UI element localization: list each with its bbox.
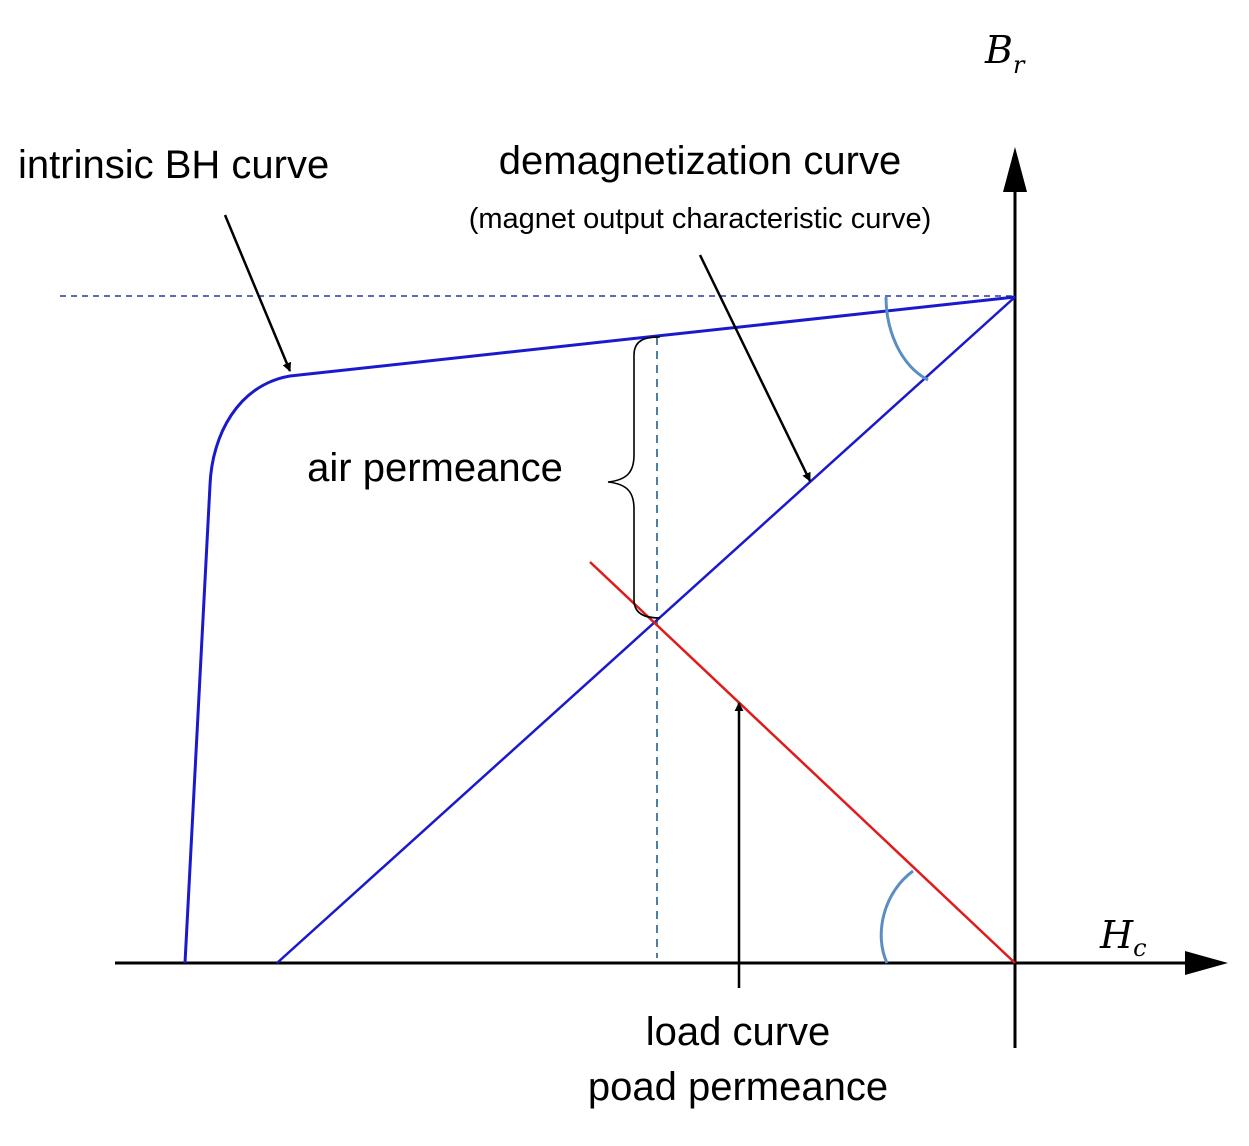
demagnetization-curve-label: demagnetization curve (499, 139, 901, 183)
load-curve-label: load curve (646, 1010, 831, 1054)
intrinsic-bh-curve-label: intrinsic BH curve (18, 143, 329, 187)
air-permeance-label: air permeance (307, 446, 563, 490)
air-permeance-brace (607, 336, 661, 619)
demag-angle-arc (884, 296, 929, 382)
y-axis-arrowhead (1003, 147, 1027, 192)
intrinsic-bh-curve (183, 295, 1016, 964)
demagnetization-curve-sublabel: (magnet output characteristic curve) (469, 203, 932, 235)
load-curve (589, 561, 1016, 964)
demag-pointer-arrow (698, 254, 812, 482)
x-axis-arrowhead (1185, 951, 1228, 975)
load-angle-arc (879, 869, 914, 964)
y-axis-label: Br (984, 28, 1026, 79)
x-axis-label: Hc (1099, 913, 1147, 962)
load-permeance-label: poad permeance (588, 1065, 888, 1109)
intrinsic-pointer-arrow (223, 214, 292, 372)
demagnetization-curve (276, 296, 1016, 964)
